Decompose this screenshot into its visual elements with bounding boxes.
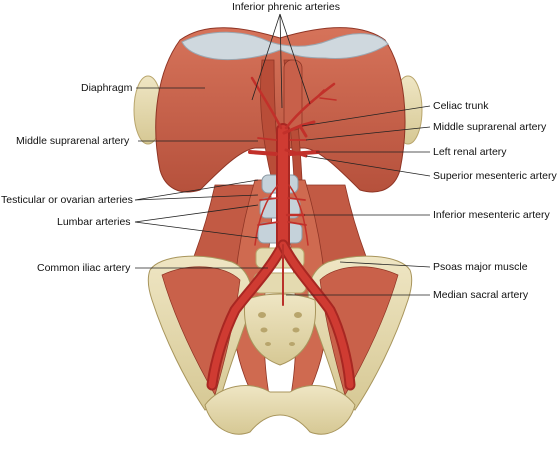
label-testicular-or-ovarian-arteries: Testicular or ovarian arteries	[1, 194, 133, 206]
label-middle-suprarenal-artery-right: Middle suprarenal artery	[16, 135, 130, 147]
label-celiac-trunk: Celiac trunk	[433, 100, 489, 112]
suprarenal	[257, 137, 307, 141]
label-left-renal-artery: Left renal artery	[433, 146, 507, 158]
label-lumbar-arteries: Lumbar arteries	[57, 216, 131, 228]
pubic-region	[204, 385, 356, 435]
label-superior-mesenteric-artery: Superior mesenteric artery	[433, 170, 557, 182]
label-inferior-mesenteric-artery: Inferior mesenteric artery	[433, 209, 550, 221]
central-tendon	[181, 31, 389, 61]
leader-lines	[134, 13, 431, 296]
lumbar	[257, 197, 307, 226]
label-median-sacral-artery: Median sacral artery	[433, 289, 529, 301]
celiac	[282, 120, 316, 138]
label-common-iliac-artery: Common iliac artery	[37, 262, 131, 274]
label-psoas-major-muscle: Psoas major muscle	[433, 261, 528, 273]
renal-left	[288, 150, 320, 156]
sacral-foramina	[258, 312, 302, 346]
label-middle-suprarenal-artery-left: Middle suprarenal artery	[433, 121, 547, 133]
label-diaphragm: Diaphragm	[81, 82, 133, 94]
gonadal	[254, 184, 309, 246]
iliacus-right	[319, 266, 399, 396]
arterial-tree	[206, 76, 356, 391]
renal-right	[248, 150, 278, 156]
inferior-phrenic-right	[284, 82, 336, 130]
inferior-phrenic-left	[250, 76, 283, 130]
label-inferior-phrenic-arteries: Inferior phrenic arteries	[232, 1, 340, 13]
diaphragm-muscle	[155, 27, 406, 193]
